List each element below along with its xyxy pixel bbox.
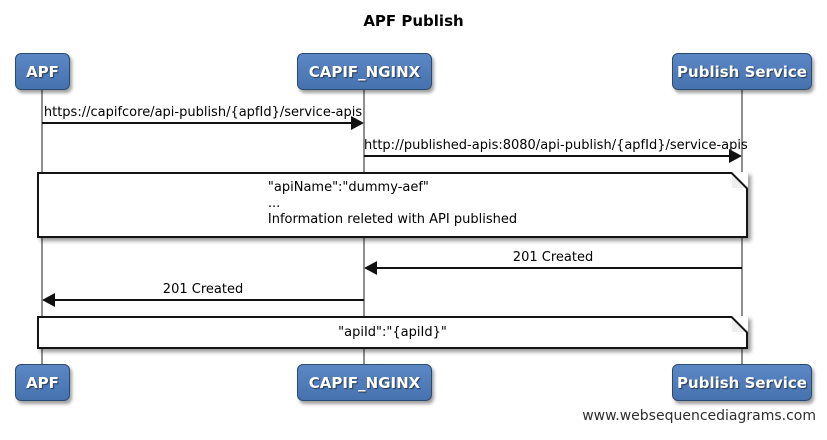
actor-label-publish-service-bottom: Publish Service [677,373,807,392]
actor-label-capif-nginx-top: CAPIF_NGINX [308,62,421,81]
actor-box-apf-bottom: APF [15,364,70,401]
actor-box-capif-nginx-top: CAPIF_NGINX [297,53,432,90]
message-1-line [42,122,351,124]
note-fold-corner-icon [730,316,749,334]
note-api-published-text: "apiName":"dummy-aef" ... Information re… [39,180,746,228]
watermark: www.websequencediagrams.com [582,408,816,424]
message-2-line [364,155,730,157]
note-line: Information releted with API published [267,212,518,227]
actor-label-capif-nginx-bottom: CAPIF_NGINX [308,373,421,392]
actor-label-publish-service-top: Publish Service [677,62,807,81]
message-1-label: https://capifcore/api-publish/{apfId}/se… [43,105,363,120]
message-4-arrowhead-icon [42,293,55,307]
actor-label-apf-bottom: APF [26,373,59,392]
note-line: ... [267,196,281,211]
message-2-arrowhead-icon [729,149,742,163]
actor-box-apf-top: APF [15,53,70,90]
note-line: "apiId":"{apiId}" [338,325,447,340]
actor-box-publish-service-top: Publish Service [672,53,812,90]
actor-box-publish-service-bottom: Publish Service [672,364,812,401]
note-line: "apiName":"dummy-aef" [267,180,429,195]
note-api-published-info: "apiName":"dummy-aef" ... Information re… [37,172,749,238]
message-3-arrowhead-icon [364,261,377,275]
note-fold-corner-icon [730,172,749,190]
note-api-id: "apiId":"{apiId}" [37,316,749,349]
message-3-line [377,267,742,269]
diagram-title: APF Publish [363,12,464,30]
message-3-label: 201 Created [512,250,594,265]
message-4-line [55,299,364,301]
message-2-label: http://published-apis:8080/api-publish/{… [364,138,748,153]
message-4-label: 201 Created [162,282,244,297]
actor-label-apf-top: APF [26,62,59,81]
actor-box-capif-nginx-bottom: CAPIF_NGINX [297,364,432,401]
message-1-arrowhead-icon [351,116,364,130]
